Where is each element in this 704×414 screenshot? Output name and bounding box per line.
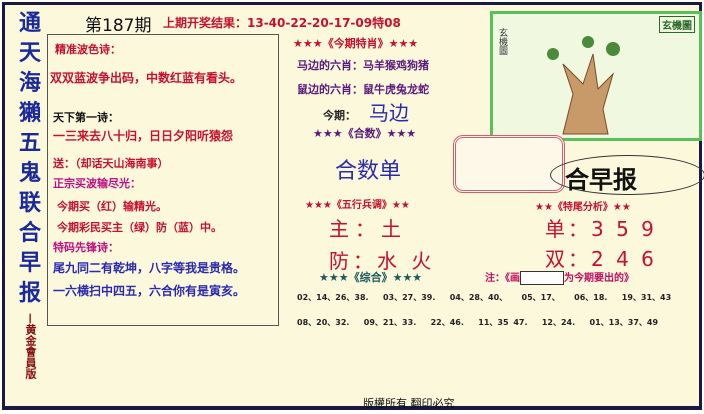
poem-line: 尾九同二有乾坤，八字等我是贵格。 [53,261,246,275]
number-group: 05、17、 [521,293,560,302]
number-group: 04、28、40、 [449,293,508,302]
number-group: 02、14、26、38. [297,293,369,302]
image-stamp: 玄機圖 [659,16,695,33]
number-group: 09、21、33. [363,318,417,327]
poem-panel [47,34,279,326]
heshu-value: 合数单 [335,159,402,184]
side-char: 天 [18,41,41,66]
zodiac-label: 今期： [323,109,356,122]
number-group: 22、46. [430,318,464,327]
wuxing-main: 主：土 [329,217,407,241]
poem-heading: 特码先锋诗： [53,241,119,254]
poem-line: 今期彩民买主（绿）防（蓝）中。 [57,221,222,234]
number-group: 08、20、32. [297,318,350,327]
tail-odd: 单：3 5 9 [545,217,657,241]
side-char: 早 [18,251,41,276]
side-char: 獺 [18,101,41,126]
number-group: 19、31、43 [621,293,672,302]
number-group: 06、18. [574,293,608,302]
side-char: 鬼 [18,161,41,186]
tree-illustration [547,36,620,135]
zodiac-title: ★★★《今期特肖》★★★ [293,37,419,50]
tail-even: 双：2 4 6 [545,247,657,271]
number-group: 01、13、37、49 [589,318,659,327]
side-char: 通 [18,11,41,36]
poem-heading: 天下第一诗： [53,111,119,124]
issue-number: 第187期 [85,16,152,36]
side-subtitle: —黄金會員版 [24,313,37,379]
side-char: 五 [18,131,41,156]
wuxing-title: ★★★《五行兵调》★★ [305,200,410,211]
poem-line: 双双蓝波争出码，中数红蓝有看头。 [50,71,243,85]
poem-heading: 精准波色诗： [55,43,121,56]
heshu-title: ★★★《合数》★★★ [313,127,417,140]
banner-text: 合早报 [565,166,637,194]
poem-line: 今期买（红）输精光。 [57,200,167,213]
numbers-row-2: 08、20、32. 09、21、33. 22、46. 11、35 47. 12、… [297,317,658,328]
wuxing-guard: 防：水 火 [329,249,436,273]
note-box [520,271,564,285]
side-char: 海 [18,71,41,96]
side-title: 通 天 海 獺 五 鬼 联 合 早 报 —黄金會員版 [13,9,47,379]
number-group: 03、27、39. [382,293,436,302]
highlight-box [453,135,565,193]
side-char: 联 [18,191,41,216]
banner-ellipse [550,155,704,195]
side-char: 报 [18,281,41,306]
poem-line: 一六横扫中四五，六合你有是寅亥。 [53,284,246,298]
number-group: 12、24. [541,318,576,327]
numbers-row-1: 02、14、26、38. 03、27、39. 04、28、40、 05、17、 … [297,292,671,303]
image-label: 玄機圖 [497,28,507,55]
number-group: 11、35 47. [478,318,528,327]
note-text: 为今期要出的》 [564,273,634,284]
zodiac-value: 马边 [369,101,409,125]
poem-line: 送：（却话天山海南事） [53,157,169,170]
zonghe-note: 注：《画 为今期要出的》 [485,269,634,285]
zodiac-horse-side: 马边的六肖：马羊猴鸡狗猪 [297,59,429,72]
last-result: 上期开奖结果：13-40-22-20-17-09特08 [163,16,401,30]
poem-line: 一三来去八十归，日日夕阳听猿怨 [53,129,234,143]
copyright-footer: 版權所有 翻印必究 [363,397,455,410]
poem-heading: 正宗买波输尽光： [53,177,141,190]
side-char: 合 [18,221,41,246]
note-text: 注：《画 [485,273,520,284]
zodiac-rat-side: 鼠边的六肖：鼠牛虎兔龙蛇 [297,83,429,96]
tail-title: ★★《特尾分析》★★ [535,202,631,213]
illustration: 玄機圖 玄機圖 [490,11,702,141]
zonghe-title: ★★★《综合》★★★ [319,271,423,284]
